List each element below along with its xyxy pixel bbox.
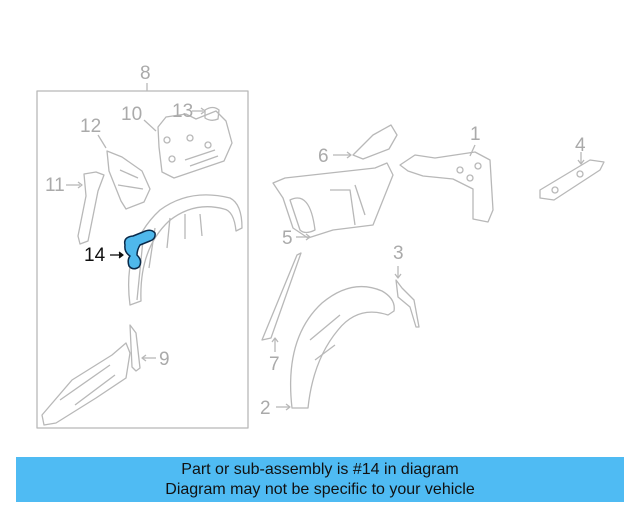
banner-line-1: Part or sub-assembly is #14 in diagram xyxy=(181,461,459,478)
part-5 xyxy=(272,162,394,241)
callout-6: 6 xyxy=(318,146,329,167)
callout-11: 11 xyxy=(45,175,65,196)
diagram-drawing xyxy=(36,83,605,429)
part-14-highlighted[interactable] xyxy=(110,229,156,270)
callout-9: 9 xyxy=(159,349,170,370)
callout-8: 8 xyxy=(140,63,151,84)
banner-line-2: Diagram may not be specific to your vehi… xyxy=(165,481,475,498)
info-banner: Part or sub-assembly is #14 in diagram D… xyxy=(16,457,624,502)
callout-1: 1 xyxy=(470,124,481,145)
callout-3: 3 xyxy=(393,243,404,264)
parts-diagram: 8 13 10 12 11 14 9 6 1 4 5 3 7 2 xyxy=(36,63,605,429)
part-9 xyxy=(129,324,156,372)
callout-7: 7 xyxy=(269,354,280,375)
part-2 xyxy=(276,285,395,411)
callout-10: 10 xyxy=(121,104,143,125)
callout-13: 13 xyxy=(172,101,194,122)
part-6 xyxy=(333,124,398,160)
part-10 xyxy=(143,110,233,179)
part-wheelhouse-inner xyxy=(127,194,243,306)
part-11 xyxy=(66,171,105,245)
part-1 xyxy=(399,144,494,223)
callout-14[interactable]: 14 xyxy=(84,245,106,266)
part-4 xyxy=(539,152,605,201)
part-3 xyxy=(394,266,420,328)
part-7 xyxy=(261,252,302,352)
part-rail xyxy=(41,342,131,426)
callout-12: 12 xyxy=(80,116,102,137)
part-13 xyxy=(192,106,220,121)
callout-4: 4 xyxy=(575,135,586,156)
part-12 xyxy=(97,134,151,210)
callout-2: 2 xyxy=(260,398,271,419)
group-8-box xyxy=(36,90,249,429)
callout-5: 5 xyxy=(282,228,293,249)
